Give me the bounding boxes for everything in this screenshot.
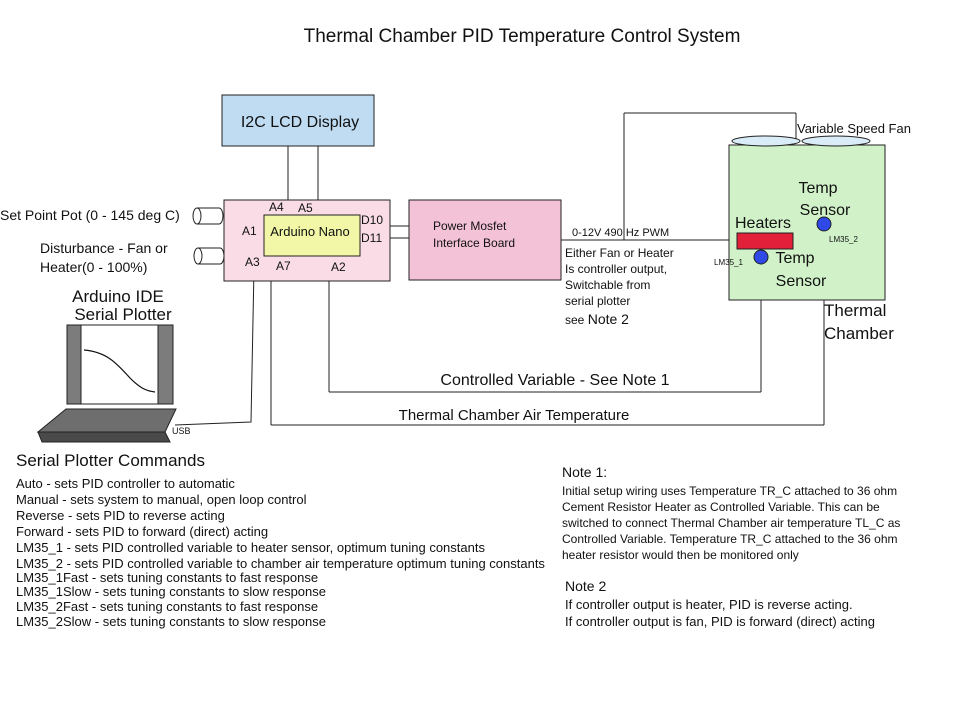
note1-line: Cement Resistor Heater as Controlled Var…: [562, 500, 880, 514]
controlled-variable-label: Controlled Variable - See Note 1: [440, 372, 669, 389]
sensor-top-line2: Sensor: [800, 202, 851, 219]
mosfet-label-line2: Interface Board: [433, 236, 515, 250]
pin-a1: A1: [242, 224, 257, 238]
lcd-label: I2C LCD Display: [241, 114, 359, 131]
diagram-title: Thermal Chamber PID Temperature Control …: [304, 26, 741, 47]
chamber-label-line1: Thermal: [824, 301, 886, 320]
pin-a3: A3: [245, 255, 260, 269]
command-item: LM35_1Fast - sets tuning constants to fa…: [16, 570, 318, 585]
fan-blade-left-icon: [731, 135, 801, 147]
command-item: Reverse - sets PID to reverse acting: [16, 508, 225, 523]
disturbance-pot-icon: [193, 247, 225, 265]
pin-a4: A4: [269, 200, 284, 214]
note2-line: If controller output is fan, PID is forw…: [565, 614, 875, 629]
mosfet-board: [408, 199, 562, 281]
mosfet-label-line1: Power Mosfet: [433, 219, 507, 233]
heater-resistor: [736, 232, 794, 250]
command-item: LM35_2Slow - sets tuning constants to sl…: [16, 614, 326, 629]
laptop-label-line2: Serial Plotter: [74, 305, 172, 324]
pwm-note-line3: Switchable from: [565, 278, 650, 292]
arduino-nano-label: Arduino Nano: [270, 224, 350, 239]
command-item: LM35_1Slow - sets tuning constants to sl…: [16, 584, 326, 599]
pin-a2: A2: [331, 260, 346, 274]
note2-line: If controller output is heater, PID is r…: [565, 597, 853, 612]
command-item: Manual - sets system to manual, open loo…: [16, 492, 307, 507]
usb-label: USB: [172, 426, 191, 436]
pin-d11: D11: [361, 231, 382, 245]
fan-blade-right-icon: [801, 135, 871, 147]
lcd-display: [221, 94, 375, 147]
pin-d10: D10: [361, 213, 383, 227]
lm35-2-sensor-icon: [816, 216, 832, 232]
pin-a7: A7: [276, 259, 291, 273]
plot-curve-icon: [83, 349, 156, 393]
note1-heading: Note 1:: [562, 464, 607, 480]
sensor-bottom-line1: Temp: [775, 250, 814, 267]
pwm-see-note: Note 2: [588, 311, 629, 327]
chamber-label-line2: Chamber: [824, 324, 894, 343]
note2-heading: Note 2: [565, 578, 606, 594]
note1-line: Initial setup wiring uses Temperature TR…: [562, 484, 897, 498]
note1-line: heater resistor would then be monitored …: [562, 548, 799, 562]
pwm-note-see: see Note 2: [565, 311, 629, 327]
pwm-note-line1: Either Fan or Heater: [565, 246, 674, 260]
commands-heading: Serial Plotter Commands: [16, 451, 205, 470]
command-item: LM35_1 - sets PID controlled variable to…: [16, 540, 485, 555]
sensor-bottom-line2: Sensor: [776, 273, 827, 290]
air-temperature-label: Thermal Chamber Air Temperature: [399, 407, 630, 424]
disturbance-label-line2: Heater(0 - 100%): [40, 259, 147, 275]
arduino-nano: [263, 214, 361, 257]
lm35-1-sensor-icon: [753, 249, 769, 265]
pwm-label: 0-12V 490 Hz PWM: [572, 227, 669, 239]
laptop-icon: [36, 324, 177, 443]
pwm-see-word: see: [565, 313, 585, 327]
command-item: Auto - sets PID controller to automatic: [16, 476, 235, 491]
pwm-note-line4: serial plotter: [565, 294, 630, 308]
wiring: [174, 112, 825, 426]
command-item: LM35_2Fast - sets tuning constants to fa…: [16, 599, 318, 614]
fan-label: Variable Speed Fan: [797, 121, 911, 136]
note1-line: switched to connect Thermal Chamber air …: [562, 516, 900, 530]
disturbance-label-line1: Disturbance - Fan or: [40, 240, 168, 256]
setpoint-pot-label: Set Point Pot (0 - 145 deg C): [0, 207, 180, 223]
command-item: LM35_2 - sets PID controlled variable to…: [16, 556, 545, 571]
setpoint-pot-icon: [192, 207, 224, 225]
lm35-2-label: LM35_2: [829, 235, 858, 244]
fan-icon: [731, 135, 871, 147]
command-item: Forward - sets PID to forward (direct) a…: [16, 524, 268, 539]
note1-line: Controlled Variable. Temperature TR_C at…: [562, 532, 898, 546]
pin-a5: A5: [298, 201, 313, 215]
pwm-note-line2: Is controller output,: [565, 262, 667, 276]
lm35-1-label: LM35_1: [714, 258, 743, 267]
sensor-top-line1: Temp: [798, 180, 837, 197]
laptop-label-line1: Arduino IDE: [72, 287, 164, 306]
heaters-label: Heaters: [735, 215, 791, 232]
thermal-chamber: [728, 144, 886, 301]
